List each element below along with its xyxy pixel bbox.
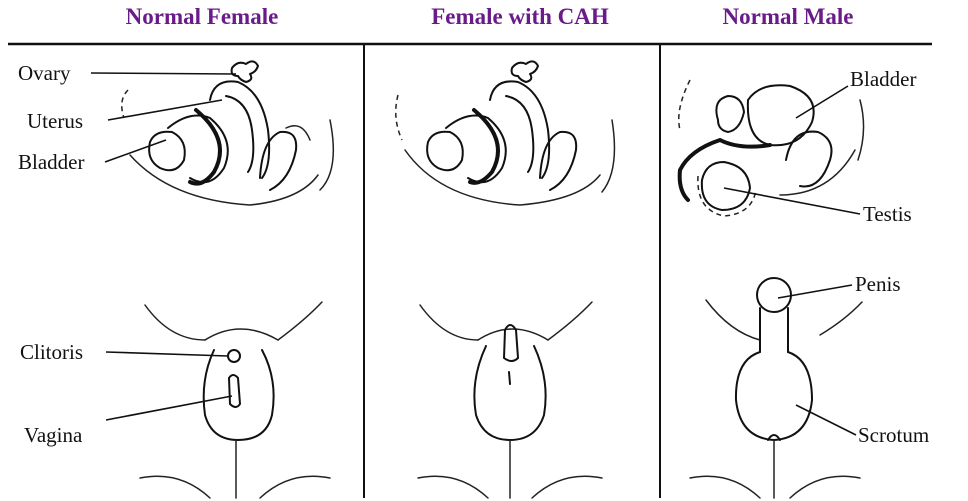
female-sagittal-drawing [122, 61, 334, 205]
male-external-drawing [690, 278, 862, 498]
label-testis: Testis [863, 202, 912, 227]
leader-bladder-female [105, 140, 166, 162]
male-sagittal-drawing [679, 80, 864, 216]
label-scrotum: Scrotum [858, 423, 929, 448]
label-ovary: Ovary [18, 61, 70, 86]
label-uterus: Uterus [27, 109, 83, 134]
label-vagina: Vagina [24, 423, 82, 448]
female-external-drawing [140, 302, 330, 498]
leader-bladder-male [796, 86, 848, 118]
cah-sagittal-drawing [396, 61, 615, 205]
label-bladder-female: Bladder [18, 150, 84, 175]
leader-vagina [106, 396, 232, 420]
label-bladder-male: Bladder [850, 67, 916, 92]
leader-scrotum [796, 405, 856, 435]
label-clitoris: Clitoris [20, 340, 83, 365]
leader-ovary [91, 73, 236, 74]
label-penis: Penis [855, 272, 901, 297]
cah-external-drawing [418, 302, 602, 498]
leader-clitoris [106, 352, 228, 356]
